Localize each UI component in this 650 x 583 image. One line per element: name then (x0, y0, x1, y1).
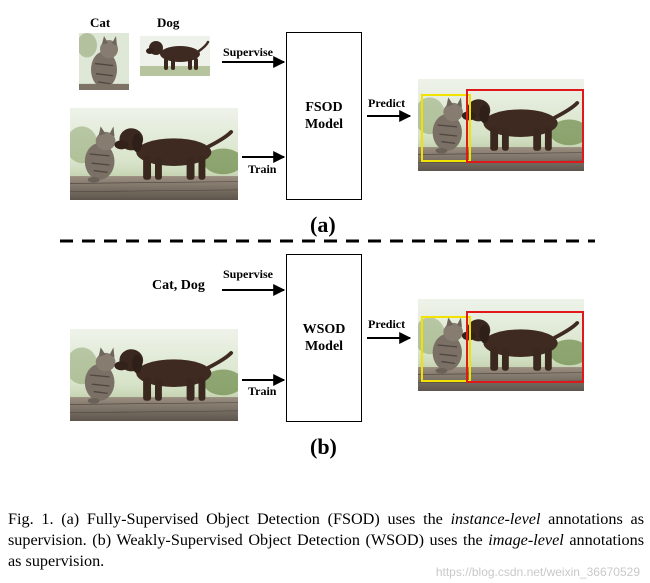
sublabel-b: (b) (310, 434, 337, 459)
fsod-model-subtitle: Model (304, 117, 344, 132)
dog-bounding-box-b (466, 311, 584, 383)
fsod-model-box: FSOD Model (286, 32, 362, 200)
dog-bounding-box-a (466, 89, 584, 163)
label-cat: Cat (90, 15, 111, 30)
predict-label-b: Predict (368, 317, 406, 331)
dashed-separator (60, 239, 595, 243)
wsod-model-box: WSOD Model (286, 254, 362, 422)
caption-emphasis-instance-level: instance-level (450, 510, 541, 528)
arrows-a (222, 56, 412, 163)
caption-part-2: annotations as supervision. (b) Weakly-S… (8, 510, 644, 549)
label-dog: Dog (157, 15, 180, 30)
wsod-model-subtitle: Model (304, 339, 344, 354)
wsod-model-title: WSOD (302, 321, 346, 337)
caption-emphasis-image-level: image-level (488, 531, 564, 549)
predict-label-a: Predict (368, 96, 406, 110)
label-cat-dog: Cat, Dog (152, 278, 205, 293)
arrows-b (222, 284, 412, 386)
figure-caption: Fig. 1. (a) Fully-Supervised Object Dete… (8, 509, 644, 572)
train-label-a: Train (248, 162, 277, 176)
fsod-model-title: FSOD (305, 99, 343, 115)
cat-bounding-box-a (421, 94, 471, 162)
cat-bounding-box-b (421, 316, 471, 382)
prediction-image-b (418, 299, 584, 391)
supervise-label-a: Supervise (223, 45, 274, 59)
train-label-b: Train (248, 384, 277, 398)
prediction-image-a (418, 79, 584, 171)
caption-part-1: Fig. 1. (a) Fully-Supervised Object Dete… (8, 510, 451, 528)
sublabel-a: (a) (310, 212, 336, 237)
caption-part-3: annotations as supervision. (8, 531, 644, 570)
supervise-label-b: Supervise (223, 267, 274, 281)
watermark: https://blog.csdn.net/weixin_36670529 (435, 565, 640, 579)
